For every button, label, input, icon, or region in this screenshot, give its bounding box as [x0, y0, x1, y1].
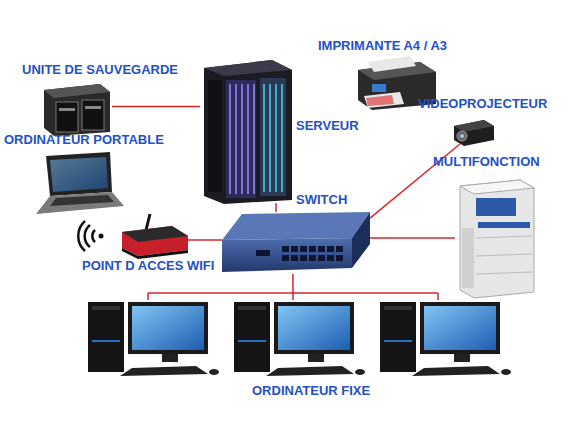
device-label: ORDINATEUR FIXE	[252, 383, 370, 399]
network-cable	[188, 239, 222, 240]
device-label: MULTIFONCTION	[433, 154, 540, 170]
cable-line	[275, 203, 277, 212]
device-label: IMPRIMANTE A4 / A3	[318, 38, 447, 54]
network-cable	[275, 203, 276, 212]
router-art	[122, 214, 188, 259]
wifi-symbol	[78, 221, 103, 251]
network-cable	[112, 106, 200, 107]
cable-line	[188, 239, 222, 241]
backup-unit-art	[44, 84, 110, 136]
cable-line	[370, 237, 455, 239]
switch-art	[222, 212, 370, 272]
desktop-pc-art	[88, 302, 511, 376]
projector-node: VIDEOPROJECTEUR	[452, 118, 494, 144]
copier-art	[460, 180, 534, 298]
laptop-art	[36, 152, 124, 214]
network-cable	[292, 274, 293, 293]
switch-node: SWITCH	[222, 212, 370, 274]
laptop-node: ORDINATEUR PORTABLE	[30, 152, 122, 214]
copier-node: MULTIFONCTION	[455, 178, 533, 296]
device-label: SERVEUR	[296, 118, 359, 134]
server-node: SERVEUR	[200, 58, 292, 203]
device-label: POINT D ACCES WIFI	[82, 258, 214, 274]
device-label: SWITCH	[296, 192, 347, 208]
device-label: UNITE DE SAUVEGARDE	[22, 62, 178, 78]
desktop-group-node: ORDINATEUR FIXE	[80, 293, 520, 375]
cable-line	[112, 106, 200, 108]
backup-node: UNITE DE SAUVEGARDE	[40, 84, 112, 134]
network-cable	[370, 237, 455, 238]
server-art	[204, 60, 292, 204]
device-label: VIDEOPROJECTEUR	[418, 96, 547, 112]
projector-art	[454, 120, 494, 146]
bus-wire	[148, 293, 438, 300]
cable-line	[292, 274, 294, 293]
router-node: POINT D ACCES WIFI	[120, 208, 188, 256]
device-label: ORDINATEUR PORTABLE	[4, 132, 164, 148]
